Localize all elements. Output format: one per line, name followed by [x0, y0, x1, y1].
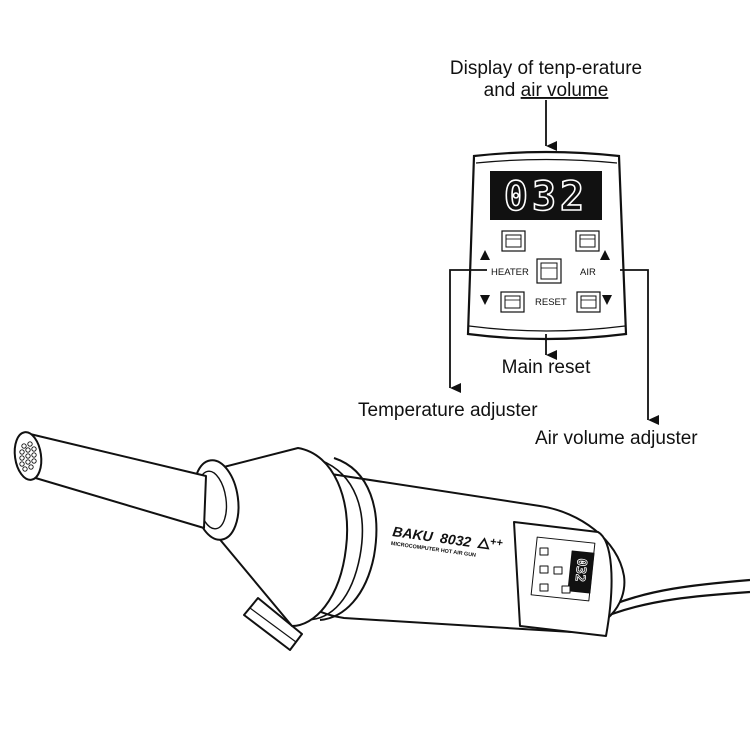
stand-foot — [243, 597, 303, 651]
display-callout-and: and — [484, 80, 521, 101]
main-reset-label: Main reset — [502, 357, 591, 378]
mini-control-panel: 032 — [530, 536, 596, 602]
panel-display-value: 032 — [504, 174, 588, 220]
heater-down-button[interactable] — [500, 291, 525, 313]
air-down-button[interactable] — [576, 291, 601, 313]
model-number: 8032 — [439, 530, 472, 550]
air-down-triangle-icon — [602, 295, 612, 305]
panel-display — [490, 171, 602, 220]
power-cord — [611, 578, 750, 607]
model-suffix: ++ — [489, 536, 503, 550]
delta-icon — [476, 537, 490, 550]
air-volume-adjuster-label: Air volume adjuster — [535, 428, 698, 449]
display-callout-line2: and air volume — [484, 80, 609, 101]
gun-neck — [211, 447, 349, 627]
display-callout-line1: Display of tenp-erature — [450, 58, 642, 79]
nozzle-tube — [21, 433, 207, 529]
control-panel: 032 — [466, 150, 628, 341]
heater-up-button[interactable] — [501, 230, 526, 252]
heater-up-triangle-icon — [480, 250, 490, 260]
air-up-button[interactable] — [575, 230, 600, 252]
reset-label: RESET — [535, 297, 567, 308]
temperature-adjuster-arrow — [449, 269, 487, 393]
nozzle-mesh-icon — [19, 441, 37, 472]
air-up-triangle-icon — [600, 250, 610, 260]
temperature-adjuster-label: Temperature adjuster — [358, 400, 538, 421]
mini-display-value: 032 — [572, 558, 589, 583]
display-callout-air-volume: air volume — [521, 80, 609, 101]
air-volume-adjuster-arrow — [620, 269, 659, 425]
mini-display — [567, 550, 595, 594]
reset-button[interactable] — [536, 258, 562, 284]
heater-label: HEATER — [491, 267, 529, 278]
air-label: AIR — [580, 267, 596, 278]
heater-down-triangle-icon — [480, 295, 490, 305]
hot-air-gun: 032 — [13, 431, 750, 651]
brand-name: BAKU — [392, 523, 435, 545]
